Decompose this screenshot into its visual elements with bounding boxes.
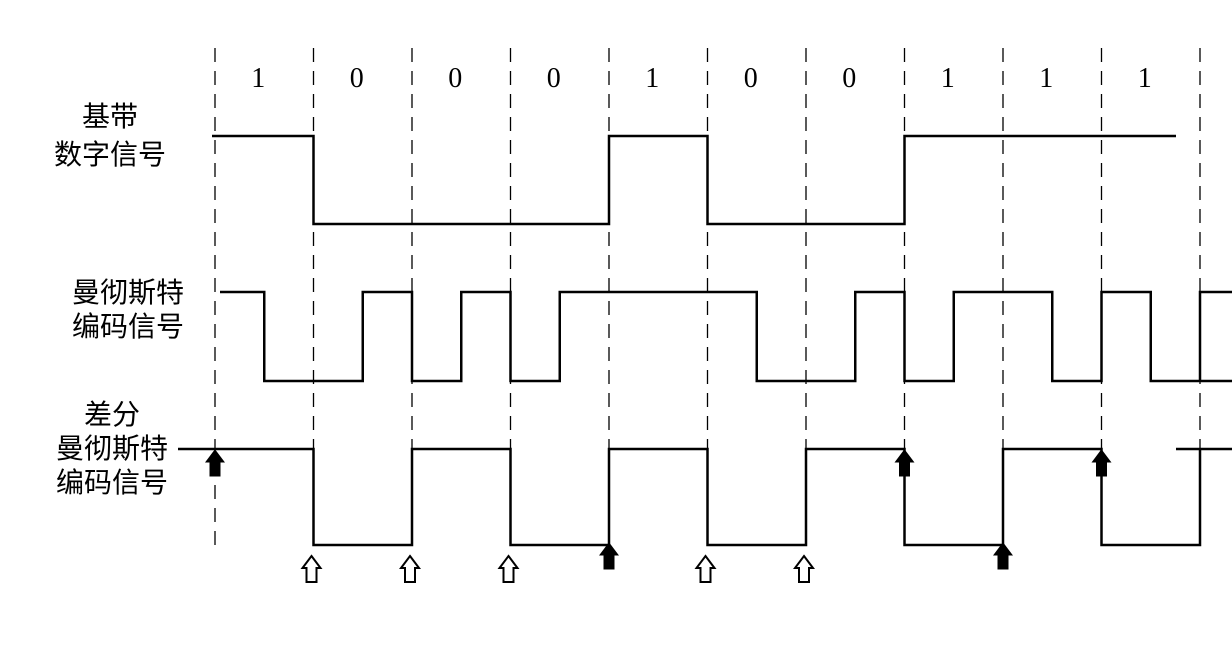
bit-label: 0 [744,63,758,94]
bit-label: 1 [1138,63,1152,94]
filled-up-arrow-icon [599,542,619,570]
manchester-label-line-2: 编码信号 [72,310,184,343]
hollow-up-arrow-icon [497,554,520,583]
diff-manchester-label: 差分 曼彻斯特 编码信号 [56,398,168,499]
filled-up-arrow-icon [894,449,915,477]
baseband-label-line-1: 基带 [82,100,138,133]
filled-up-arrow-icon [205,449,225,477]
diff-manchester-label-line-1: 差分 [84,398,140,431]
diff-manchester-label-line-2: 曼彻斯特 [56,432,168,465]
manchester-label-line-1: 曼彻斯特 [72,276,184,309]
hollow-up-arrow-icon [399,554,421,583]
transition-arrows [205,449,1112,583]
filled-up-arrow-icon [1091,449,1112,477]
bit-label: 0 [842,63,856,94]
manchester-signal-waveform [220,290,1232,383]
bit-label: 1 [1039,63,1053,94]
filled-up-arrow-icon [993,542,1013,570]
hollow-up-arrow-icon [694,554,717,583]
hollow-up-arrow-icon [793,554,815,583]
diff-manchester-signal-waveform [178,447,1232,547]
baseband-signal-waveform [212,134,1176,226]
bit-label: 1 [645,63,659,94]
baseband-label-line-2: 数字信号 [54,138,166,171]
bit-value-labels: 1 0 0 0 1 0 0 1 1 1 [251,63,1152,94]
manchester-label: 曼彻斯特 编码信号 [72,276,184,343]
hollow-up-arrow-icon [300,554,323,583]
bit-label: 0 [448,63,462,94]
diff-manchester-label-line-3: 编码信号 [56,466,168,499]
bit-label: 0 [547,63,561,94]
bit-label: 0 [350,63,364,94]
baseband-label: 基带 数字信号 [54,100,166,171]
bit-label: 1 [251,63,265,94]
bit-label: 1 [941,63,955,94]
